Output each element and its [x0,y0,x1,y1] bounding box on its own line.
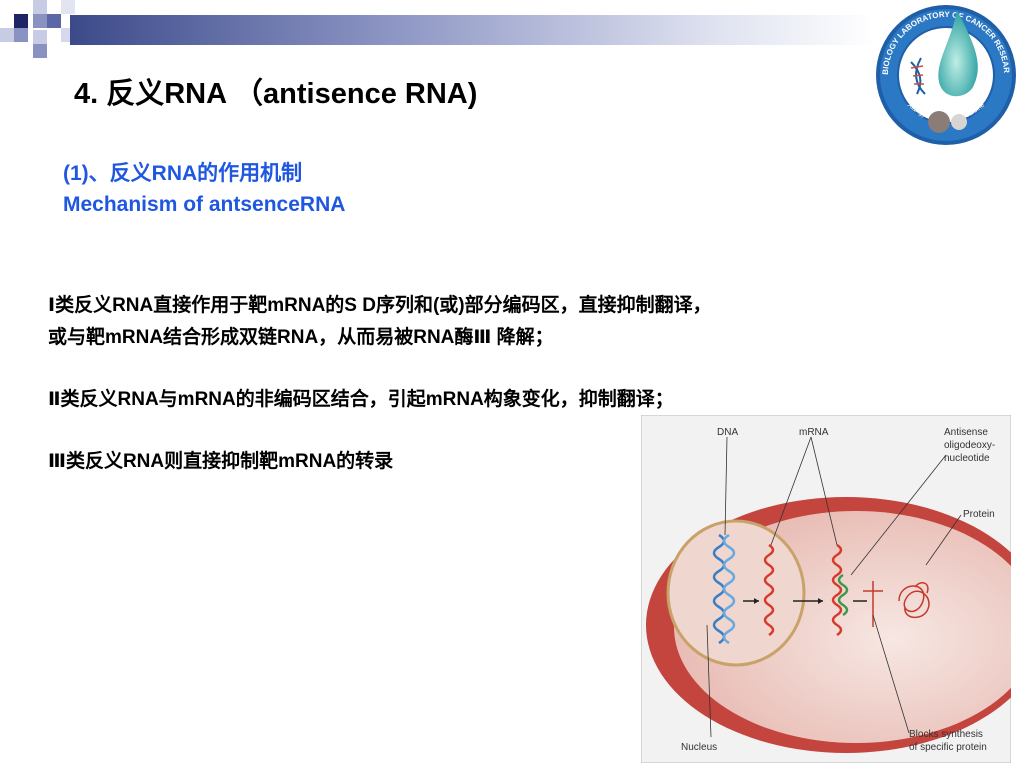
figure-label-blocks: of specific protein [909,742,987,753]
figure-label-blocks: Blocks synthesis [909,729,983,740]
header-gradient-bar [70,15,876,45]
nucleus [666,519,806,667]
dna-helix-icon [712,533,736,645]
subtitle-chinese: (1)、反义RNA的作用机制 [63,162,303,185]
subtitle-english: Mechanism of antsenceRNA [63,193,346,216]
antisense-mechanism-diagram: DNA mRNA Antisense oligodeoxy- nucleotid… [641,415,1011,763]
paragraph-class-one-line1: Ⅰ类反义RNA直接作用于靶mRNA的S D序列和(或)部分编码区，直接抑制翻译， [48,295,712,316]
slide-title: 4. 反义RNA （antisence RNA) [74,78,478,110]
nuclear-mrna-icon [763,543,775,637]
block-mark-icon [863,581,883,627]
section-subtitle: (1)、反义RNA的作用机制 Mechanism of antsenceRNA [63,158,345,220]
figure-label-mrna: mRNA [799,427,829,438]
paragraph-class-three: Ⅲ类反义RNA则直接抑制靶mRNA的转录 [48,451,394,472]
institute-logo: MOLECULAR BIOLOGY LABORATORY OF CANCER R… [873,2,1016,145]
cytoplasmic-mrna-icon [831,543,843,637]
protein-icon [898,582,930,619]
figure-label-antisense: nucleotide [944,453,990,464]
figure-label-nucleus: Nucleus [681,742,717,753]
figure-label-antisense: oligodeoxy- [944,440,995,451]
antisense-oligo-icon [837,573,849,617]
paragraph-class-one: Ⅰ类反义RNA直接作用于靶mRNA的S D序列和(或)部分编码区，直接抑制翻译，… [48,290,712,354]
figure-label-dna: DNA [717,427,738,438]
paragraph-class-two: Ⅱ类反义RNA与mRNA的非编码区结合，引起mRNA构象变化，抑制翻译； [48,389,674,410]
header-checker-decoration [0,0,75,58]
figure-label-protein: Protein [963,509,995,520]
paragraph-class-one-line2: 或与靶mRNA结合形成双链RNA，从而易被RNA酶Ⅲ 降解； [48,327,554,348]
figure-label-antisense: Antisense [944,427,988,438]
